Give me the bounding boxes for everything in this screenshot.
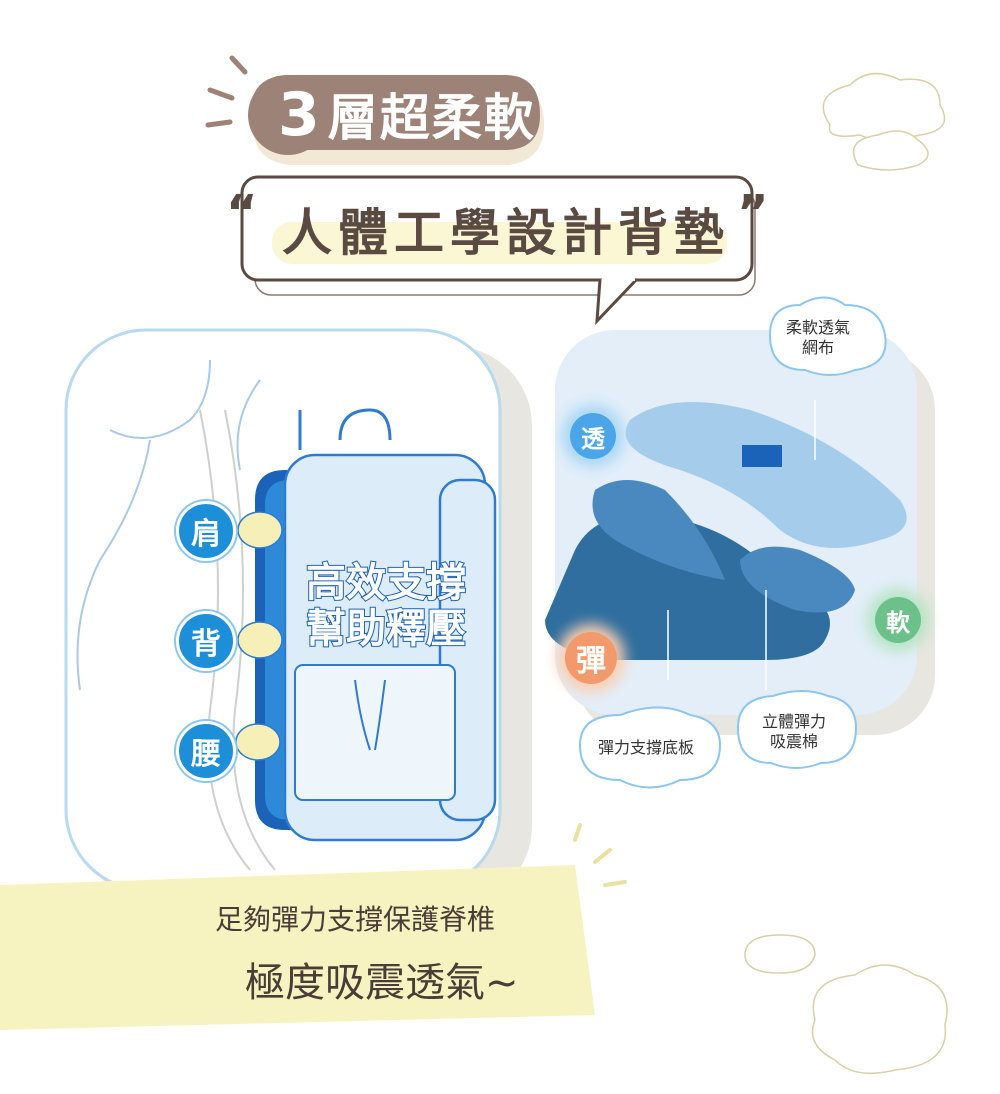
callout-base-plate: 彈力支撐底板 bbox=[598, 738, 694, 758]
ray-lines-yellow bbox=[573, 823, 627, 887]
open-quote: “ bbox=[226, 185, 258, 241]
badge-shape bbox=[248, 75, 544, 165]
spot-shoulder: 肩 bbox=[176, 501, 236, 561]
cushion-layers bbox=[545, 400, 907, 690]
speech-bubble bbox=[240, 175, 756, 326]
banner-background bbox=[0, 865, 595, 1030]
callout-foam-line-2: 吸震棉 bbox=[770, 732, 819, 751]
spot-back: 背 bbox=[176, 611, 236, 671]
callout-mesh-line-2: 網布 bbox=[802, 338, 835, 357]
ray-lines bbox=[205, 55, 248, 128]
slogan: 高效支撐 幫助釋壓 bbox=[305, 559, 467, 653]
banner-line-2: 極度吸震透氣~ bbox=[245, 960, 519, 1006]
cloud-decoration-top bbox=[822, 72, 946, 171]
callout-clouds bbox=[578, 296, 887, 789]
feature-elastic: 彈 bbox=[565, 632, 617, 684]
slogan-line-1: 高效支撐 bbox=[305, 559, 467, 607]
spot-waist: 腰 bbox=[176, 721, 236, 781]
callout-foam-line-1: 立體彈力 bbox=[762, 712, 827, 731]
callout-base-plate-line: 彈力支撐底板 bbox=[598, 738, 695, 757]
callout-mesh-line-1: 柔軟透氣 bbox=[786, 318, 851, 337]
badge-label: 層超柔軟 bbox=[327, 89, 536, 147]
banner-line-1: 足夠彈力支撐保護脊椎 bbox=[215, 903, 496, 936]
body-outline bbox=[76, 359, 261, 691]
close-quote: ” bbox=[737, 185, 769, 241]
callout-mesh: 柔軟透氣 網布 bbox=[786, 318, 850, 358]
spine-outline bbox=[199, 409, 276, 871]
badge-number: 3 bbox=[278, 80, 322, 150]
backpack-illustration bbox=[255, 408, 497, 842]
cloud-decoration-bottom bbox=[744, 934, 948, 1075]
page-title: 人體工學設計背墊 bbox=[282, 204, 730, 262]
pad-cushions bbox=[235, 511, 283, 761]
callout-foam: 立體彈力 吸震棉 bbox=[762, 712, 826, 752]
feature-breathable: 透 bbox=[570, 413, 616, 459]
feature-soft: 軟 bbox=[875, 597, 921, 643]
slogan-line-2: 幫助釋壓 bbox=[305, 605, 467, 653]
